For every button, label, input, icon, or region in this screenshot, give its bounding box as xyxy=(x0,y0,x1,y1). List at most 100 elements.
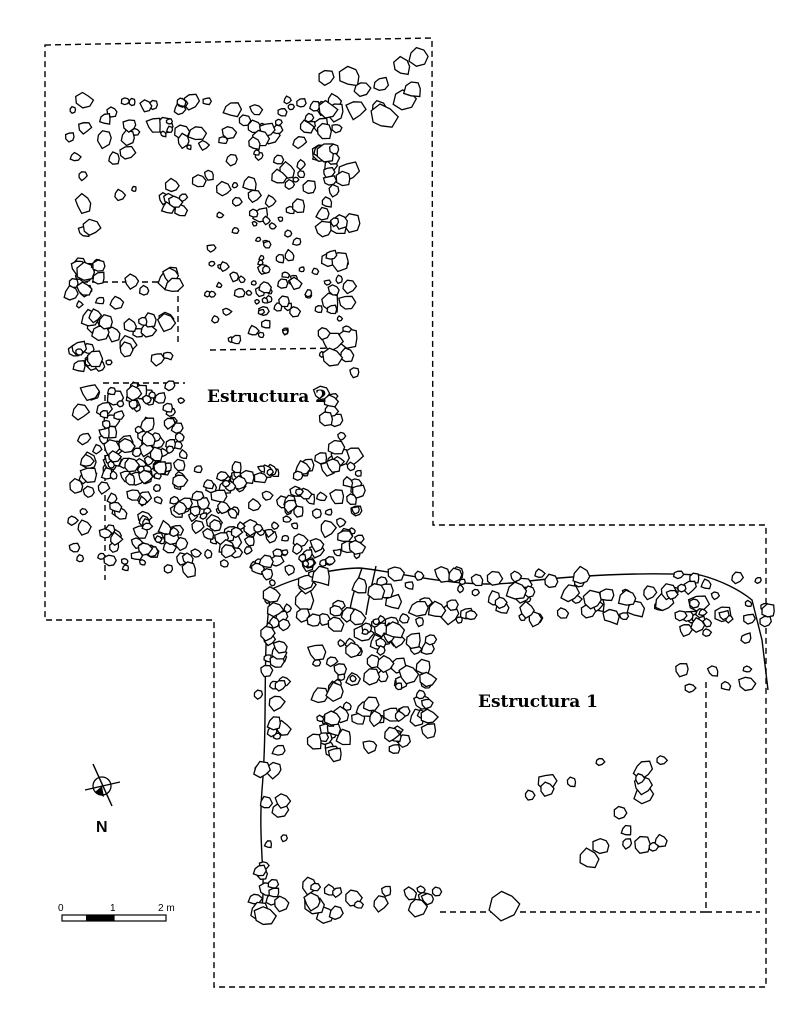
stone xyxy=(318,99,339,119)
stone xyxy=(292,542,303,555)
stone xyxy=(202,527,215,541)
stone xyxy=(324,556,336,566)
scale-bar-segment-3 xyxy=(113,914,167,922)
estructura-2-stones xyxy=(63,46,429,579)
stone xyxy=(202,97,213,106)
stone xyxy=(254,236,262,243)
stone xyxy=(79,384,101,402)
stone xyxy=(253,689,264,701)
stone xyxy=(333,663,348,676)
stone xyxy=(128,97,136,107)
stone xyxy=(326,304,338,315)
stone xyxy=(302,179,317,195)
stone xyxy=(296,158,306,171)
stone xyxy=(153,391,167,404)
stone xyxy=(119,341,134,358)
stone xyxy=(76,261,96,281)
stone xyxy=(121,564,130,572)
stone xyxy=(236,521,246,531)
stone xyxy=(169,495,180,505)
stone xyxy=(260,319,271,329)
stone xyxy=(455,616,463,624)
stone xyxy=(337,530,354,543)
stone xyxy=(572,565,591,585)
stone xyxy=(92,271,105,285)
stone xyxy=(267,878,280,889)
stone xyxy=(316,122,332,140)
stone xyxy=(274,679,287,692)
stone xyxy=(656,755,669,766)
stone xyxy=(297,169,306,179)
stone xyxy=(336,517,347,529)
stone xyxy=(720,680,732,691)
stone xyxy=(164,177,180,193)
stone xyxy=(370,103,400,128)
estructura-2-dashed-line xyxy=(209,347,341,351)
stone xyxy=(278,618,291,632)
stone xyxy=(79,467,98,484)
stone xyxy=(677,583,687,593)
stone xyxy=(353,82,372,98)
stone xyxy=(349,674,357,683)
stone xyxy=(252,149,261,156)
stone xyxy=(138,558,147,566)
stone xyxy=(268,887,280,898)
stone xyxy=(394,710,407,723)
stone xyxy=(108,450,123,463)
stone xyxy=(92,259,106,272)
stone xyxy=(225,153,238,167)
stone xyxy=(560,584,581,603)
stone xyxy=(310,687,330,704)
stone xyxy=(702,628,713,638)
stone xyxy=(599,588,615,602)
scale-bar-segment-2 xyxy=(86,915,114,921)
stone xyxy=(82,485,95,499)
stone xyxy=(304,288,313,298)
stone xyxy=(261,265,271,275)
stone xyxy=(407,898,429,918)
stone xyxy=(353,900,365,909)
stone xyxy=(325,249,338,260)
stone xyxy=(114,188,127,202)
stone xyxy=(327,747,342,763)
stone xyxy=(116,400,125,408)
stone xyxy=(338,295,357,310)
stone xyxy=(458,578,466,586)
stone xyxy=(110,531,124,547)
stone xyxy=(166,445,175,454)
stone xyxy=(361,628,370,635)
stone xyxy=(420,708,440,724)
stone xyxy=(345,641,363,659)
stone xyxy=(345,101,367,121)
stone xyxy=(579,847,600,869)
stone xyxy=(177,397,186,405)
stone xyxy=(420,892,435,906)
stone xyxy=(174,431,185,443)
stone xyxy=(284,564,296,577)
stone xyxy=(72,360,86,373)
stone xyxy=(272,640,288,654)
stone xyxy=(332,548,342,557)
stone xyxy=(398,613,410,624)
stone xyxy=(385,621,406,639)
stone xyxy=(277,108,288,117)
stone xyxy=(131,447,143,458)
stone xyxy=(405,632,421,650)
stone xyxy=(634,835,652,855)
stone xyxy=(427,600,447,618)
stone xyxy=(247,189,263,204)
stone xyxy=(79,507,89,516)
stone xyxy=(169,526,180,538)
stone xyxy=(684,683,697,694)
stone xyxy=(86,350,104,368)
stone xyxy=(706,665,719,677)
stone xyxy=(268,221,278,230)
stone xyxy=(231,226,240,234)
stone xyxy=(172,474,189,488)
stone xyxy=(79,453,95,467)
scale-tick-1: 1 xyxy=(110,903,116,914)
stone xyxy=(163,417,176,430)
stone xyxy=(282,515,293,523)
stone xyxy=(222,102,243,118)
stone xyxy=(280,834,289,843)
